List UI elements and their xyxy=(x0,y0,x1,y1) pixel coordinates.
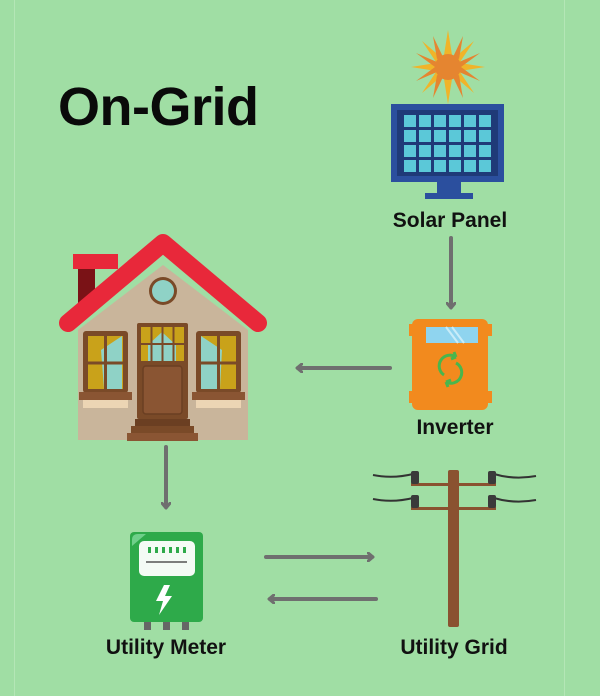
solar-cell xyxy=(479,130,491,142)
solar-cell xyxy=(479,145,491,157)
solar-cell xyxy=(449,115,461,127)
inverter-icon xyxy=(409,319,492,410)
solar-cell xyxy=(404,145,416,157)
inverter-label: Inverter xyxy=(416,416,494,439)
solar-cell xyxy=(479,115,491,127)
utility-meter-label: Utility Meter xyxy=(105,636,227,659)
solar-cell xyxy=(419,115,431,127)
solar-cell xyxy=(464,145,476,157)
house-icon xyxy=(59,234,267,441)
solar-panel-icon xyxy=(391,104,504,199)
solar-cell xyxy=(449,130,461,142)
utility-pole-icon xyxy=(372,470,537,627)
solar-cell xyxy=(404,130,416,142)
solar-cell xyxy=(449,160,461,172)
solar-cell xyxy=(464,115,476,127)
solar-cell xyxy=(434,115,446,127)
frame-border-right xyxy=(564,0,565,696)
solar-cell xyxy=(404,160,416,172)
solar-cell xyxy=(464,160,476,172)
solar-cell xyxy=(434,160,446,172)
solar-cell xyxy=(464,130,476,142)
solar-cell xyxy=(419,145,431,157)
solar-cell xyxy=(419,160,431,172)
solar-cell xyxy=(404,115,416,127)
solar-cell xyxy=(419,130,431,142)
solar-cell xyxy=(434,130,446,142)
solar-panel-label: Solar Panel xyxy=(392,209,508,232)
solar-cell xyxy=(479,160,491,172)
diagram-title: On-Grid xyxy=(58,77,259,137)
utility-meter-icon xyxy=(130,532,203,630)
solar-cell xyxy=(449,145,461,157)
sun-icon xyxy=(411,30,485,104)
solar-cell xyxy=(434,145,446,157)
utility-grid-label: Utility Grid xyxy=(400,636,508,659)
frame-border-left xyxy=(14,0,15,696)
